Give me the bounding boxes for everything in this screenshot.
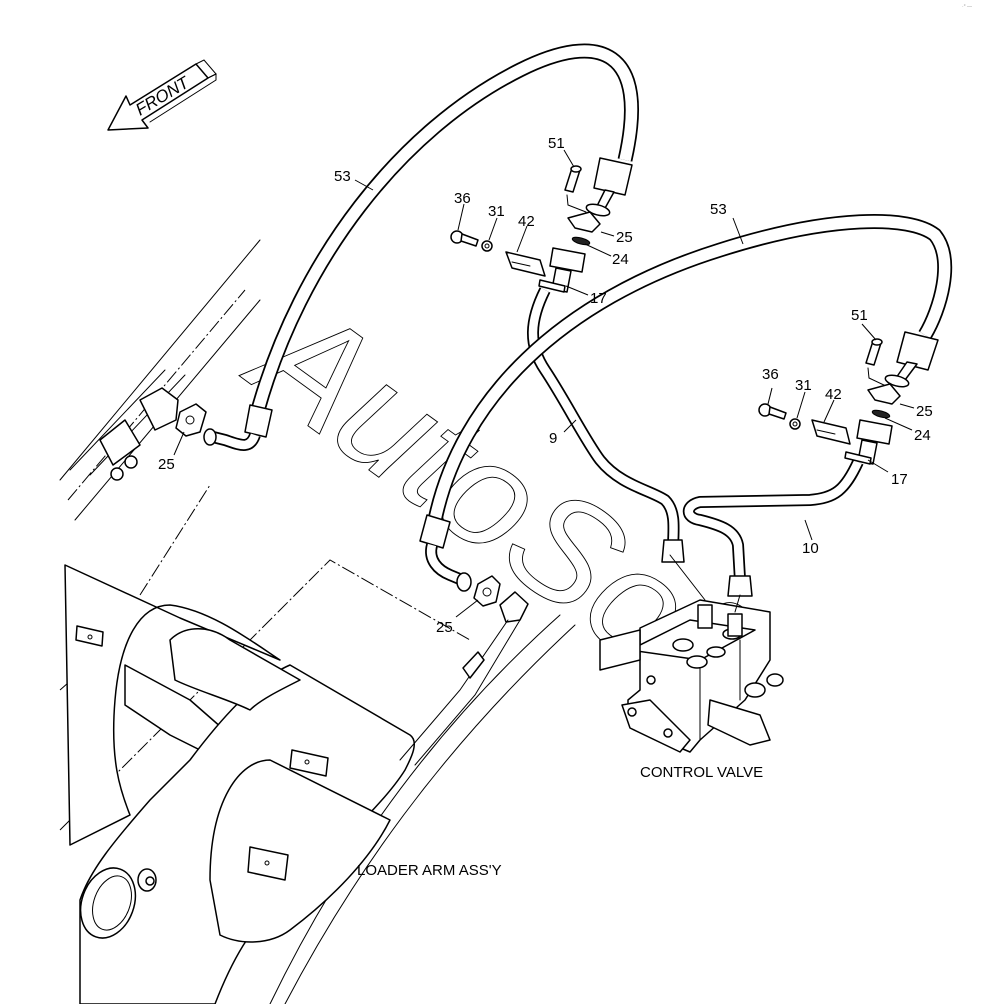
callout-17[interactable]: 17 [891, 471, 908, 488]
mounting-pad [247, 846, 289, 881]
callout-51[interactable]: 51 [548, 135, 565, 152]
callout-31[interactable]: 31 [488, 203, 505, 220]
callout-24[interactable]: 24 [612, 251, 629, 268]
port-flange [139, 387, 179, 431]
bolt-51-icon [564, 165, 582, 193]
fitting-group-a [450, 165, 601, 293]
callout-51[interactable]: 51 [851, 307, 868, 324]
o-ring [571, 236, 591, 246]
bolt-51-icon [865, 338, 883, 366]
fitting-group-b [758, 338, 901, 465]
callout-24[interactable]: 24 [914, 427, 931, 444]
o-ring [456, 572, 472, 592]
washer-31-icon [481, 240, 493, 252]
valve-port [697, 604, 713, 629]
mounting-pad [75, 625, 104, 647]
pipe-nut [727, 575, 753, 597]
loader-arm-caption: LOADER ARM ASS'Y [357, 862, 502, 879]
callout-10[interactable]: 10 [802, 540, 819, 557]
callout-17[interactable]: 17 [590, 290, 607, 307]
callout-25[interactable]: 25 [916, 403, 933, 420]
callout-31[interactable]: 31 [795, 377, 812, 394]
port-block [99, 419, 141, 466]
callout-36[interactable]: 36 [454, 190, 471, 207]
control-valve [599, 554, 784, 753]
callout-42[interactable]: 42 [518, 213, 535, 230]
loader-arm-assembly [59, 239, 576, 1004]
spool-end [707, 699, 771, 746]
pipe-10 [682, 459, 864, 597]
clamp-42-icon [505, 251, 546, 277]
callout-53[interactable]: 53 [334, 168, 351, 185]
callout-53[interactable]: 53 [710, 201, 727, 218]
grease-nipple-icon [137, 868, 157, 892]
callouts: 53 51 36 31 42 25 24 17 53 51 36 31 42 2… [158, 135, 933, 636]
o-ring [871, 409, 891, 419]
split-flange [867, 383, 901, 405]
clamp-42-icon [811, 419, 851, 445]
corner-mark: ·° ― [962, 4, 972, 10]
washer-31-icon [789, 418, 801, 430]
valve-port [727, 613, 743, 637]
hose-ferrule [244, 404, 273, 438]
port-flange [499, 591, 529, 623]
hose-53-left [203, 43, 639, 451]
callout-25[interactable]: 25 [436, 619, 453, 636]
front-label: FRONT [132, 72, 193, 119]
hose-ferrule [593, 157, 633, 196]
control-valve-caption: CONTROL VALVE [640, 764, 763, 781]
bolt-36-icon [450, 230, 479, 247]
split-flange [567, 211, 601, 233]
hose-ferrule [419, 514, 451, 549]
callout-9[interactable]: 9 [549, 430, 557, 447]
o-ring [203, 428, 217, 446]
mounting-pad [289, 749, 329, 777]
spool-end [599, 629, 641, 671]
pipe-nut [661, 539, 685, 563]
callout-36[interactable]: 36 [762, 366, 779, 383]
hose-53-right [419, 213, 953, 592]
callout-42[interactable]: 42 [825, 386, 842, 403]
split-flange-25-lower [473, 575, 501, 607]
front-arrow-icon: FRONT [107, 59, 217, 131]
hose-ferrule [896, 331, 939, 371]
bolt-36-icon [758, 403, 787, 420]
leader-lines [173, 149, 915, 618]
split-flange-25-left [175, 403, 207, 437]
callout-25[interactable]: 25 [616, 229, 633, 246]
callout-25[interactable]: 25 [158, 456, 175, 473]
